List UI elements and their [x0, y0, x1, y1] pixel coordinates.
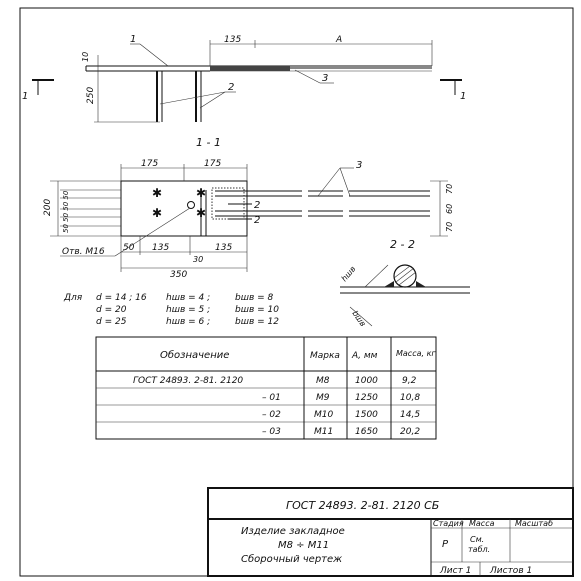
table-row-4-a: 1650	[355, 427, 378, 437]
dim-left-stack: 50 50 50 50	[62, 190, 70, 233]
dim-200: 200	[43, 199, 53, 216]
stage-header: Стадия	[433, 519, 464, 528]
col-mark: Марка	[310, 351, 340, 361]
drawing-type: Сборочный чертеж	[241, 553, 342, 565]
title-block: ГОСТ 24893. 2-81. 2120 СБ Изделие заклад…	[207, 487, 574, 577]
callout-3-plan: 3	[356, 160, 362, 171]
dim-135-a: 135	[152, 243, 169, 253]
note-h-3: hшв = 6 ;	[166, 317, 210, 327]
mass-value-1: См.	[470, 535, 484, 544]
section-2-2: 2 - 2 hшв bшв	[340, 238, 470, 328]
note-b-3: bшв = 12	[235, 317, 279, 327]
doc-code: ГОСТ 24893. 2-81. 2120 СБ	[286, 499, 439, 512]
notes: Для d = 14 ; 16 hшв = 4 ; bшв = 8 d = 20…	[63, 293, 279, 327]
table-row-4-designation: – 03	[262, 427, 281, 437]
weld-width-label: bшв	[350, 309, 367, 328]
sheet-count: Листов 1	[489, 566, 532, 576]
dim-135-top: 135	[224, 35, 241, 45]
dim-60: 60	[445, 204, 454, 214]
dim-70-b: 70	[445, 222, 454, 232]
note-d-3: d = 25	[96, 317, 127, 327]
weld-zone	[210, 66, 290, 71]
table-row-2-designation: – 01	[262, 393, 281, 403]
table-row-1-mark: М8	[316, 376, 330, 386]
col-mass: Масса, кг	[396, 349, 436, 358]
dim-175-b: 175	[204, 159, 221, 169]
section-title-1-1: 1 - 1	[196, 136, 221, 149]
callout-1: 1	[130, 34, 136, 45]
note-h-1: hшв = 4 ;	[166, 293, 210, 303]
hole-label: Отв. М16	[62, 247, 105, 257]
dim-250: 250	[86, 87, 96, 104]
callout-2-plan-a: 2	[254, 200, 260, 211]
sheet-frame	[19, 7, 574, 577]
section-mark-right: 1	[460, 91, 466, 102]
note-d-2: d = 20	[96, 305, 127, 315]
hole-m16	[187, 201, 195, 209]
mass-value-2: табл.	[468, 545, 490, 554]
svg-text:✱: ✱	[152, 206, 162, 220]
front-view: 135 A 10 250 1 2 3 1 1	[22, 34, 466, 123]
plan-view: ✱ ✱ ✱ ✱ 2 2 3 175 175 50 135 135 30 35	[43, 159, 454, 280]
table-row-3-mass: 14,5	[400, 410, 420, 420]
table-row-2-mark: М9	[316, 393, 330, 403]
dim-10: 10	[81, 52, 90, 62]
col-a-mm: А, мм	[351, 351, 378, 361]
stage-value: Р	[442, 539, 449, 550]
table-row-4-mark: М11	[314, 427, 333, 437]
spec-table: Обозначение Марка А, мм Масса, кг ГОСТ 2…	[95, 336, 437, 440]
dim-175-a: 175	[141, 159, 158, 169]
table-row-2-mass: 10,8	[400, 393, 420, 403]
weld-height-label: hшв	[340, 264, 358, 283]
table-row-1-mass: 9,2	[402, 376, 417, 386]
dim-30: 30	[193, 255, 203, 264]
table-row-4-mass: 20,2	[400, 427, 420, 437]
note-b-1: bшв = 8	[235, 293, 274, 303]
note-b-2: bшв = 10	[235, 305, 279, 315]
table-row-1-designation: ГОСТ 24893. 2-81. 2120	[133, 376, 243, 386]
dim-135-b: 135	[215, 243, 232, 253]
callout-3: 3	[322, 73, 328, 84]
item-name: Изделие закладное	[241, 526, 345, 537]
note-d-1: d = 14 ; 16	[96, 293, 147, 303]
table-row-1-a: 1000	[355, 376, 378, 386]
table-row-3-a: 1500	[355, 410, 378, 420]
dim-70-a: 70	[445, 184, 454, 194]
item-range: М8 ÷ М11	[278, 540, 329, 551]
mass-header: Масса	[469, 519, 495, 528]
scale-header: Масштаб	[515, 519, 553, 528]
dim-350: 350	[170, 270, 187, 280]
dim-50: 50	[123, 243, 135, 253]
callout-2-plan-b: 2	[254, 215, 260, 226]
callout-2: 2	[228, 82, 234, 93]
table-row-3-mark: М10	[314, 410, 333, 420]
notes-prefix: Для	[63, 293, 83, 303]
dim-a: A	[335, 35, 342, 45]
sheet-number: Лист 1	[439, 566, 471, 576]
section-mark-left: 1	[22, 91, 28, 102]
table-row-2-a: 1250	[355, 393, 378, 403]
table-row-3-designation: – 02	[262, 410, 281, 420]
note-h-2: hшв = 5 ;	[166, 305, 210, 315]
col-designation: Обозначение	[160, 349, 229, 361]
section-title-2-2: 2 - 2	[390, 238, 415, 251]
svg-text:✱: ✱	[152, 186, 162, 200]
